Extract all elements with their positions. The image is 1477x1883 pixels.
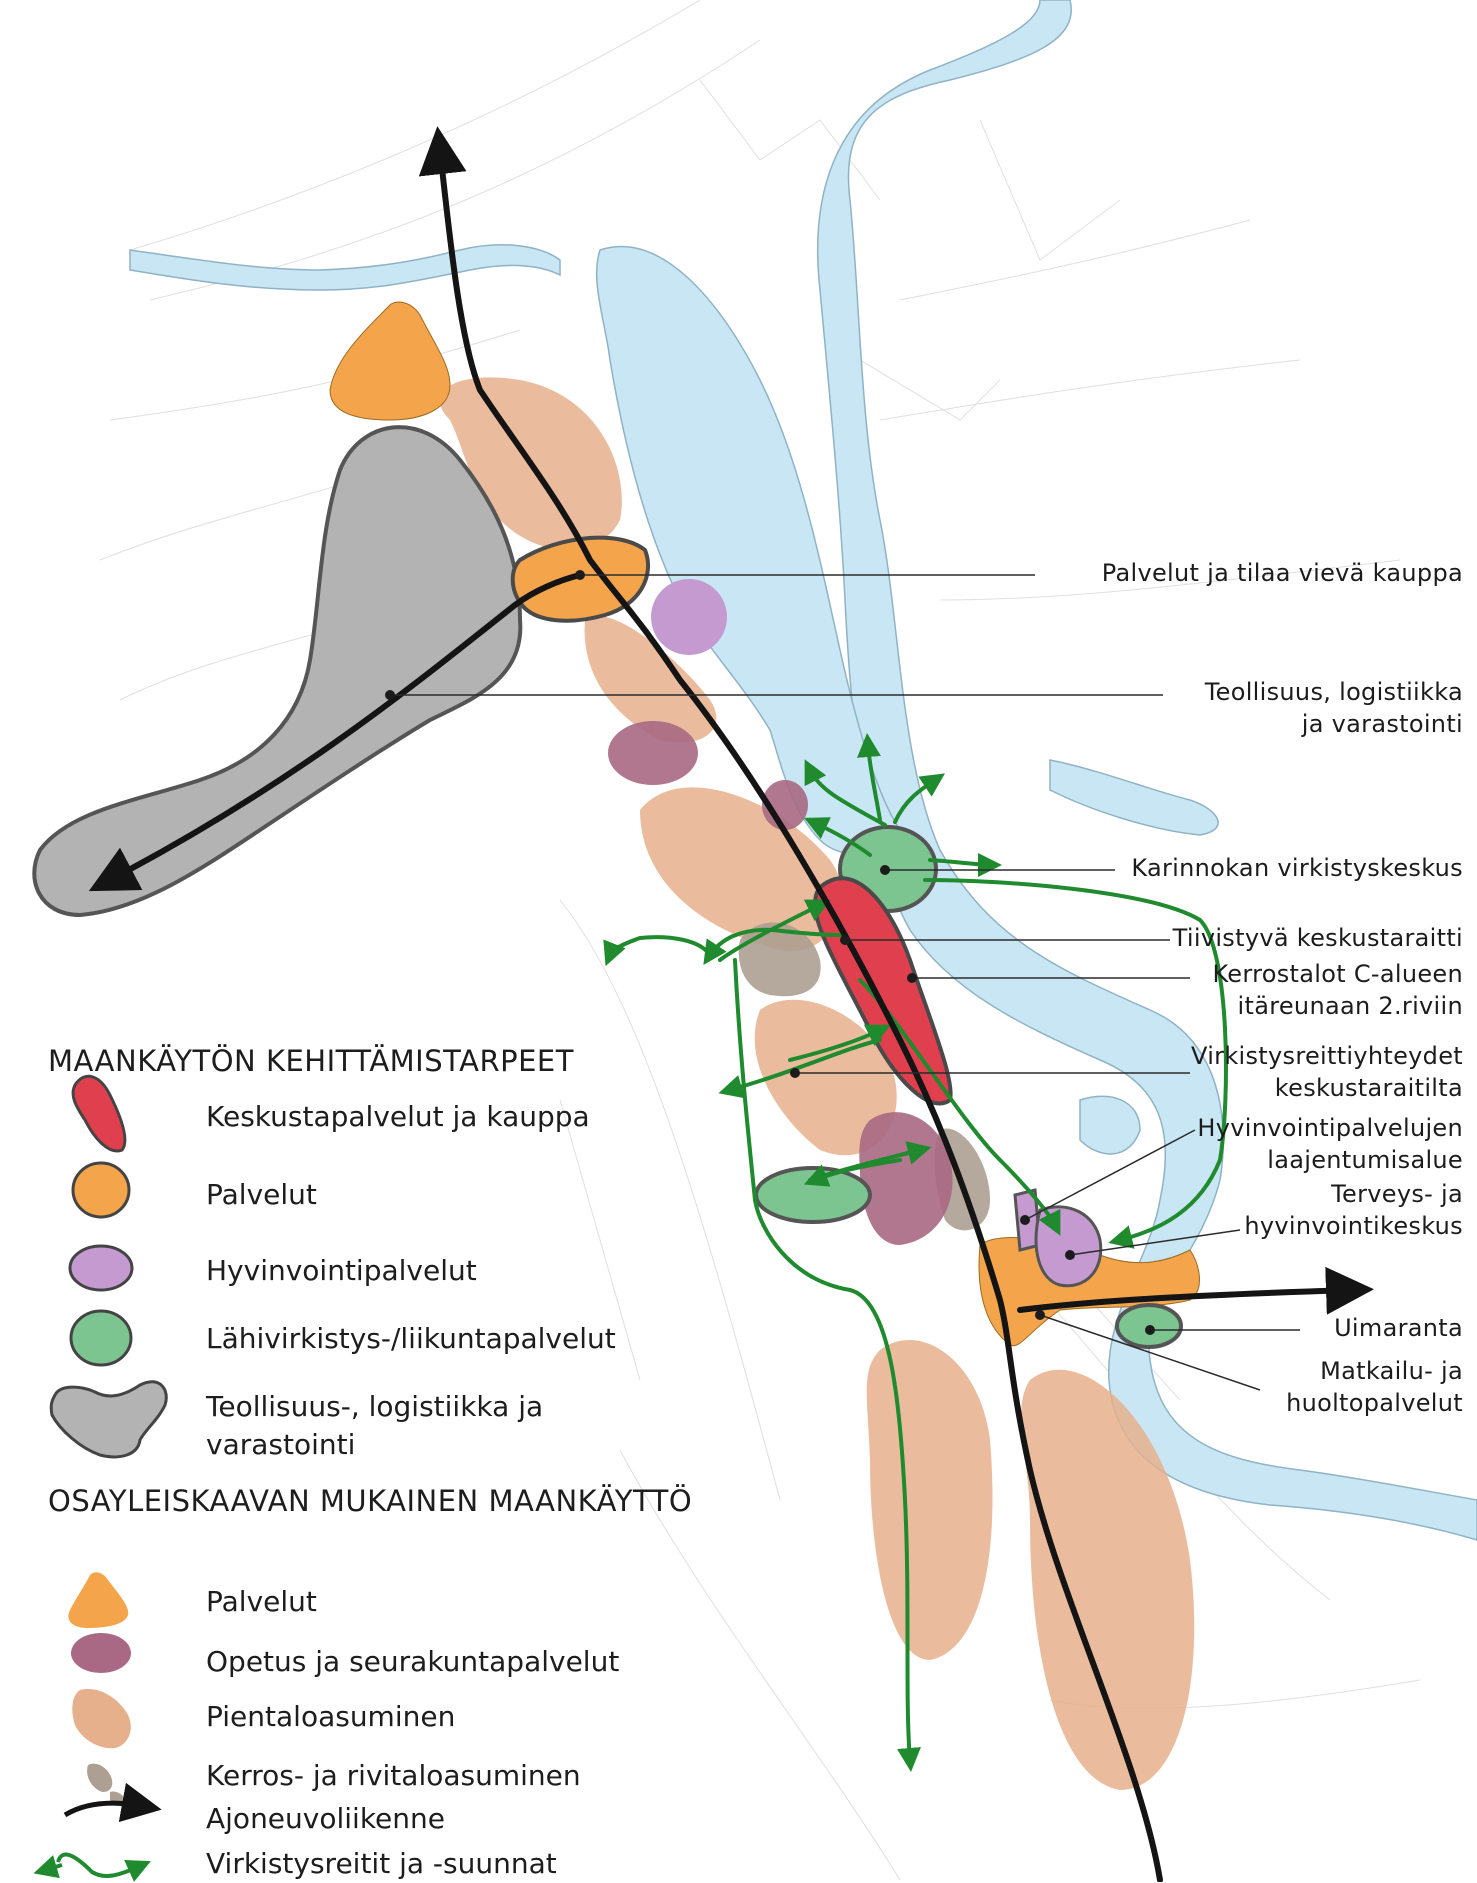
label-kerrostalot-line1: Kerrostalot C-alueen xyxy=(1212,960,1463,988)
legend-symbol-palvelut2 xyxy=(68,1572,129,1628)
legend-symbol-teollisuus xyxy=(49,1380,168,1459)
legend-symbols xyxy=(33,1074,168,1882)
label-hyvinvointi-line2: laajentumisalue xyxy=(1267,1146,1463,1174)
legend-symbol-pientalo xyxy=(72,1689,131,1749)
legend-symbol-virkistysreitit xyxy=(56,1852,151,1882)
label-teollisuus: Teollisuus, logistiikka ja varastointi xyxy=(1205,676,1463,740)
label-virkistysreitti-line2: keskustaraitilta xyxy=(1274,1074,1463,1102)
industry-area xyxy=(32,425,523,918)
leader-dots xyxy=(385,570,1155,1335)
legend-label-pientalo: Pientaloasuminen xyxy=(206,1700,456,1733)
pientalo-area-5 xyxy=(866,1340,993,1660)
leader-lines xyxy=(390,574,1300,1391)
recreation-routes xyxy=(603,733,1228,1772)
palvelut-existing xyxy=(329,301,1200,1347)
legend-label-palvelut2: Palvelut xyxy=(206,1585,317,1618)
label-virkistysreitti-line1: Virkistysreittiyhteydet xyxy=(1191,1042,1463,1070)
label-virkistysreitti: Virkistysreittiyhteydet keskustaraitilta xyxy=(1191,1040,1463,1104)
legend-symbol-ajoneuvo xyxy=(63,1782,162,1823)
pond xyxy=(1079,1095,1141,1155)
label-kerrostalot: Kerrostalot C-alueen itäreunaan 2.riviin xyxy=(1212,958,1463,1022)
label-terveys-line1: Terveys- ja xyxy=(1331,1180,1463,1208)
creek xyxy=(129,244,561,291)
label-matkailu-line2: huoltopalvelut xyxy=(1286,1389,1463,1417)
label-palvelut-kauppa: Palvelut ja tilaa vievä kauppa xyxy=(1101,559,1463,587)
legend-symbol-lahivirkistys xyxy=(69,1309,133,1367)
label-karinnokka: Karinnokan virkistyskeskus xyxy=(1131,854,1463,882)
lake xyxy=(595,245,901,855)
label-teollisuus-line2: ja varastointi xyxy=(1301,710,1463,738)
legend-symbol-keskusta xyxy=(71,1074,127,1153)
legend-label-teollisuus-line1: Teollisuus-, logistiikka ja xyxy=(206,1390,544,1423)
pientalo-area-6 xyxy=(1021,1369,1195,1790)
label-teollisuus-line1: Teollisuus, logistiikka xyxy=(1204,678,1463,706)
legend-label-kerrostalo: Kerros- ja rivitaloasuminen xyxy=(206,1759,581,1792)
label-matkailu: Matkailu- ja huoltopalvelut xyxy=(1286,1355,1463,1419)
label-matkailu-line1: Matkailu- ja xyxy=(1320,1357,1463,1385)
legend-label-teollisuus-line2: varastointi xyxy=(206,1428,356,1461)
legend-label-opetus: Opetus ja seurakuntapalvelut xyxy=(206,1645,620,1678)
label-hyvinvointi-line1: Hyvinvointipalvelujen xyxy=(1197,1114,1463,1142)
service-north xyxy=(329,301,451,421)
legend-title-osayleiskaava: OSAYLEISKAAVAN MUKAINEN MAANKÄYTTÖ xyxy=(48,1484,693,1518)
legend-label-keskusta: Keskustapalvelut ja kauppa xyxy=(206,1100,590,1133)
label-kerrostalot-line2: itäreunaan 2.riviin xyxy=(1237,992,1463,1020)
opetus-area-1 xyxy=(608,721,698,785)
vehicle-traffic xyxy=(88,126,1374,1882)
label-hyvinvointi-laajentuminen: Hyvinvointipalvelujen laajentumisalue xyxy=(1197,1112,1463,1176)
side-water xyxy=(1049,759,1219,836)
label-uimaranta: Uimaranta xyxy=(1334,1314,1463,1342)
hyvinvointi-area-1 xyxy=(651,579,727,655)
pientalo-area-2 xyxy=(584,616,717,743)
legend-symbol-kerrostalo xyxy=(87,1763,125,1805)
label-terveys-line2: hyvinvointikeskus xyxy=(1244,1212,1463,1240)
label-terveyskeskus: Terveys- ja hyvinvointikeskus xyxy=(1244,1178,1463,1242)
legend-label-palvelut: Palvelut xyxy=(206,1178,317,1211)
legend-symbol-hyvinvointi xyxy=(68,1244,134,1292)
legend-label-lahivirkistys: Lähivirkistys-/liikuntapalvelut xyxy=(206,1322,616,1355)
label-keskustaraitti: Tiivistyvä keskustaraitti xyxy=(1172,924,1463,952)
legend-symbol-palvelut xyxy=(71,1161,131,1219)
kerrostalo-area-1 xyxy=(738,922,821,997)
legend-title-kehittamistarpeet: MAANKÄYTÖN KEHITTÄMISTARPEET xyxy=(48,1044,574,1078)
legend-symbol-opetus xyxy=(71,1633,131,1673)
legend-label-hyvinvointi: Hyvinvointipalvelut xyxy=(206,1254,477,1287)
terveyskeskus-area xyxy=(1034,1205,1103,1288)
legend-label-ajoneuvo: Ajoneuvoliikenne xyxy=(206,1802,445,1835)
legend-label-virkistysreitit: Virkistysreitit ja -suunnat xyxy=(206,1847,557,1880)
recreation-area-west xyxy=(754,1166,872,1224)
legend-label-teollisuus: Teollisuus-, logistiikka ja varastointi xyxy=(206,1388,543,1464)
